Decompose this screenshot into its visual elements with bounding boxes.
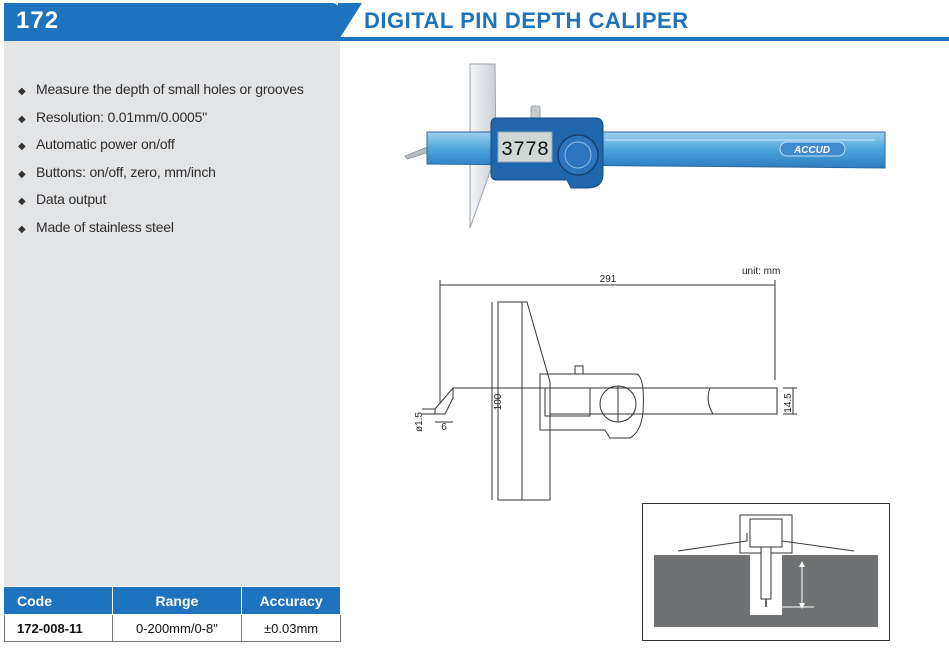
feature-item: ◆ Measure the depth of small holes or gro… bbox=[18, 79, 304, 107]
spec-table: Code Range Accuracy 172-008-11 0-200mm/0… bbox=[4, 586, 341, 642]
unit-label: unit: mm bbox=[742, 266, 781, 277]
table-row: 172-008-11 0-200mm/0-8" ±0.03mm bbox=[4, 614, 341, 642]
feature-panel: ◆ Measure the depth of small holes or gro… bbox=[4, 41, 340, 586]
diamond-bullet-icon: ◆ bbox=[18, 141, 26, 152]
feature-item: ◆ Made of stainless steel bbox=[18, 217, 304, 245]
cell-accuracy: ±0.03mm bbox=[241, 614, 341, 642]
diamond-bullet-icon: ◆ bbox=[18, 196, 26, 207]
feature-text: Automatic power on/off bbox=[36, 136, 175, 152]
feature-text: Data output bbox=[36, 191, 107, 207]
dim-thickness: 14.5 bbox=[783, 393, 794, 413]
feature-text: Resolution: 0.01mm/0.0005" bbox=[36, 108, 207, 125]
feature-item: ◆ Buttons: on/off, zero, mm/inch bbox=[18, 162, 304, 190]
diamond-bullet-icon: ◆ bbox=[18, 168, 26, 180]
diamond-bullet-icon: ◆ bbox=[18, 223, 26, 235]
feature-item: ◆ Data output bbox=[18, 189, 304, 217]
cell-code: 172-008-11 bbox=[4, 614, 113, 642]
table-header-row: Code Range Accuracy bbox=[4, 586, 341, 615]
dim-pin-length: 6 bbox=[441, 422, 447, 433]
model-number: 172 bbox=[16, 7, 60, 34]
display-outline bbox=[539, 373, 644, 439]
dim-length: 291 bbox=[600, 274, 617, 285]
lcd-reading: 3778 bbox=[501, 139, 549, 162]
probe-pin bbox=[760, 546, 772, 600]
header-rule bbox=[340, 37, 949, 41]
diamond-bullet-icon: ◆ bbox=[18, 86, 26, 97]
brand-plate bbox=[779, 141, 846, 157]
feature-list: ◆ Measure the depth of small holes or gro… bbox=[18, 79, 304, 244]
beam-outline bbox=[453, 387, 778, 415]
lcd-window bbox=[497, 131, 553, 163]
feature-item: ◆ Resolution: 0.01mm/0.0005" bbox=[18, 107, 304, 135]
feature-item: ◆ Automatic power on/off bbox=[18, 134, 304, 162]
feature-text: Measure the depth of small holes or groo… bbox=[36, 81, 304, 97]
header-range: Range bbox=[111, 586, 243, 615]
header-code: Code bbox=[4, 586, 113, 615]
feature-text: Made of stainless steel bbox=[36, 218, 174, 235]
header-accuracy: Accuracy bbox=[241, 586, 341, 615]
usage-diagram bbox=[642, 503, 890, 641]
dim-height: 100 bbox=[493, 393, 504, 410]
base-outline bbox=[497, 301, 551, 501]
cell-range: 0-200mm/0-8" bbox=[111, 614, 243, 642]
dimension-drawing: 291 100 14.5 ø1.5 6 bbox=[414, 274, 797, 501]
brand-logo: ACCUD bbox=[793, 145, 830, 156]
dim-pin-diameter: ø1.5 bbox=[414, 412, 425, 432]
product-photo: ACCUD 3778 bbox=[404, 63, 886, 229]
header-tab: 172 bbox=[4, 3, 362, 41]
feature-text: Buttons: on/off, zero, mm/inch bbox=[36, 163, 216, 180]
diamond-bullet-icon: ◆ bbox=[18, 113, 26, 125]
thumb-wheel bbox=[557, 134, 599, 176]
page-title: DIGITAL PIN DEPTH CALIPER bbox=[364, 8, 689, 33]
